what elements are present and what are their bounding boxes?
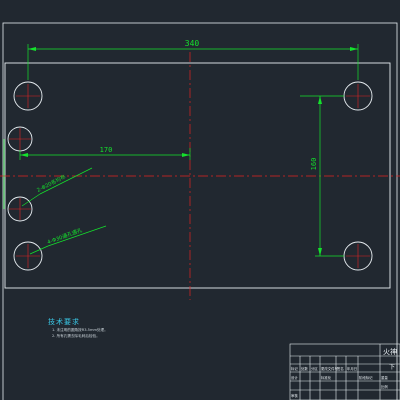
tb-label-stage: 阶段标记 bbox=[359, 375, 373, 380]
drawing-frame bbox=[2, 22, 398, 400]
technical-requirements: 技术要求 1. 未注明的圆角按R3.5mm处理。 2. 所有孔需去除毛刺后检验。 bbox=[48, 318, 248, 339]
dimension-340-label: 340 bbox=[185, 39, 200, 48]
hole-top-right bbox=[343, 81, 373, 111]
tb-label-standard: 标准化 bbox=[321, 375, 332, 380]
callout-holes-a-leader bbox=[21, 167, 93, 207]
dimension-overall-width bbox=[27, 44, 359, 80]
technical-requirement-item: 2. 所有孔需去除毛刺后检验。 bbox=[52, 334, 100, 338]
tb-label-review: 审核 bbox=[291, 393, 298, 398]
dimension-170-label: 170 bbox=[100, 146, 113, 154]
technical-requirement-item: 1. 未注明的圆角按R3.5mm处理。 bbox=[52, 328, 108, 332]
hole-mid-left-upper bbox=[7, 126, 33, 152]
plate-outline bbox=[4, 62, 391, 289]
hole-mid-left-lower bbox=[7, 196, 33, 222]
dimension-hole-spacing bbox=[300, 95, 344, 257]
tb-label-designer: 设计 bbox=[291, 375, 298, 380]
dimension-160-label: 160 bbox=[310, 158, 318, 171]
title-block bbox=[289, 343, 400, 400]
tb-label-count: 处数 bbox=[301, 366, 308, 371]
title-block-subtitle: 下 bbox=[389, 364, 395, 371]
tb-label-scale: 比例 bbox=[381, 384, 388, 389]
tb-label-change-doc: 更改文件号 bbox=[321, 366, 339, 371]
hole-bottom-left bbox=[13, 241, 43, 271]
tb-label-marker: 标记 bbox=[291, 366, 298, 371]
tb-label-date: 年月日 bbox=[347, 366, 357, 371]
tb-label-weight: 重量 bbox=[381, 375, 388, 380]
technical-requirements-title: 技术要求 bbox=[48, 318, 80, 326]
tb-label-sign: 签名 bbox=[337, 366, 344, 371]
hole-bottom-right bbox=[343, 241, 373, 271]
callout-holes-b-leader bbox=[29, 225, 107, 255]
hole-top-left bbox=[13, 81, 43, 111]
dimension-hole-offset bbox=[19, 148, 191, 160]
title-block-title: 火神 bbox=[383, 347, 397, 356]
tb-label-zone: 分区 bbox=[311, 366, 318, 371]
